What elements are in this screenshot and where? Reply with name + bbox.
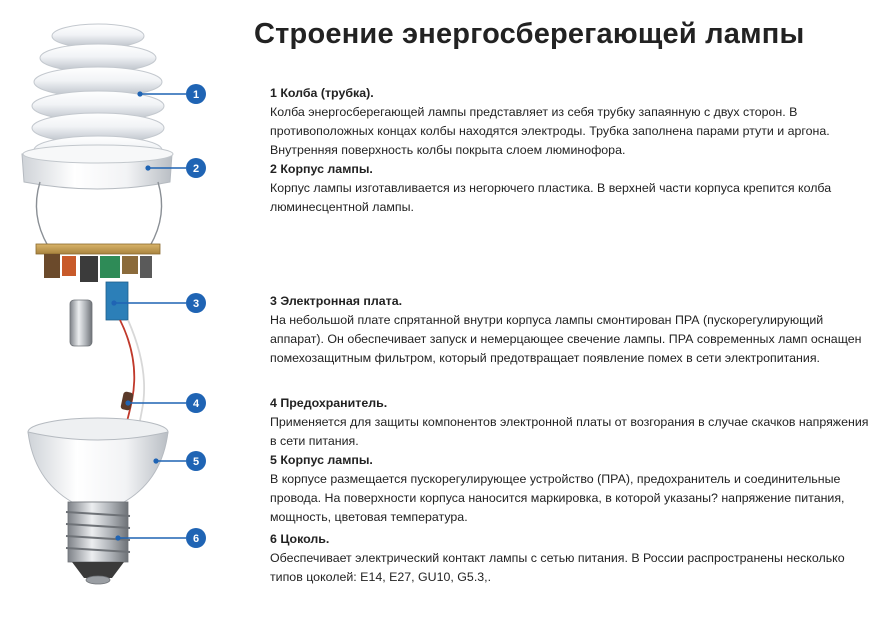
electronic-board (35, 243, 161, 347)
section-body: Применяется для защиты компонентов элект… (270, 415, 869, 448)
marker-2-label: 2 (193, 163, 199, 175)
section-heading: 4 Предохранитель. (270, 396, 388, 410)
section-bulb: 1 Колба (трубка). Колба энергосберегающе… (270, 84, 870, 160)
page-title: Строение энергосберегающей лампы (254, 18, 805, 50)
marker-6 (186, 528, 206, 548)
screw-base (65, 501, 131, 585)
section-body: В корпусе размещается пускорегулирующее … (270, 472, 845, 524)
section-housing-upper: 2 Корпус лампы. Корпус лампы изготавлива… (270, 160, 870, 217)
callout-markers: 1 2 3 4 5 6 (111, 84, 206, 548)
section-heading: 2 Корпус лампы. (270, 162, 373, 176)
electrode-wires (35, 181, 163, 247)
section-housing-lower: 5 Корпус лампы. В корпусе размещается пу… (270, 451, 870, 527)
section-fuse: 4 Предохранитель. Применяется для защиты… (270, 394, 870, 451)
marker-2 (186, 158, 206, 178)
section-body: Обеспечивает электрический контакт лампы… (270, 551, 845, 584)
upper-housing (21, 144, 174, 190)
marker-1 (186, 84, 206, 104)
lamp-exploded-illustration: 1 2 3 4 5 6 (21, 23, 206, 585)
section-body: Корпус лампы изготавливается из негорюче… (270, 181, 832, 214)
section-heading: 5 Корпус лампы. (270, 453, 373, 467)
marker-1-label: 1 (193, 89, 199, 101)
marker-3 (186, 293, 206, 313)
lower-housing (27, 417, 169, 503)
marker-3-label: 3 (193, 298, 199, 310)
marker-5-label: 5 (193, 456, 199, 468)
section-heading: 6 Цоколь. (270, 532, 330, 546)
marker-6-label: 6 (193, 533, 199, 545)
marker-5 (186, 451, 206, 471)
section-body: Колба энергосберегающей лампы представля… (270, 105, 830, 157)
marker-4 (186, 393, 206, 413)
section-heading: 3 Электронная плата. (270, 294, 403, 308)
section-body: На небольшой плате спрятанной внутри кор… (270, 313, 862, 365)
section-base: 6 Цоколь. Обеспечивает электрический кон… (270, 530, 870, 587)
section-heading: 1 Колба (трубка). (270, 86, 374, 100)
marker-4-label: 4 (193, 398, 200, 410)
section-electronic-board: 3 Электронная плата. На небольшой плате … (270, 292, 870, 368)
